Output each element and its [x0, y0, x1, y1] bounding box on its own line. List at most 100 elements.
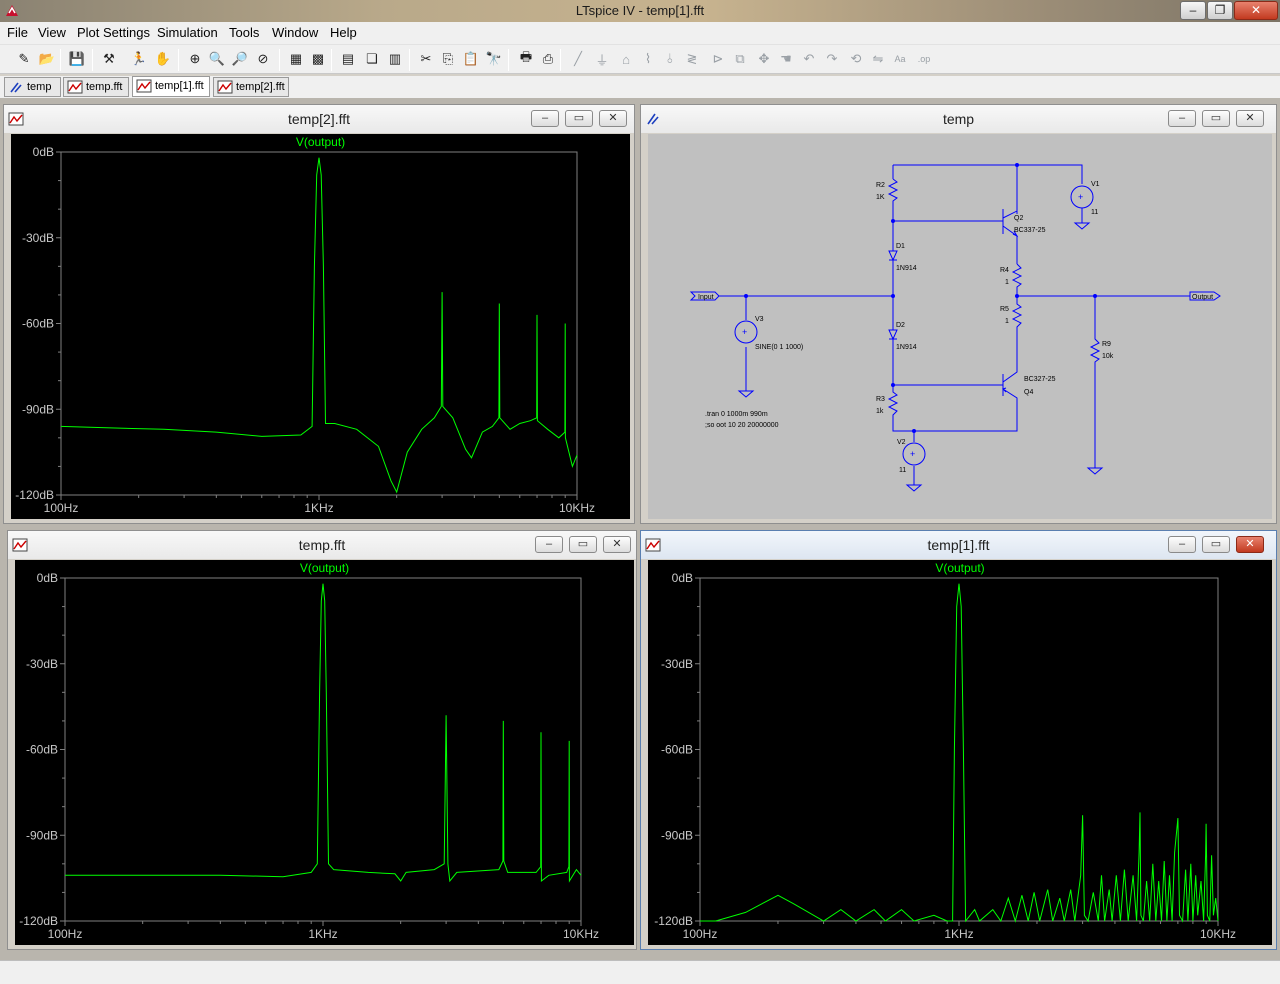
- new-schematic-icon[interactable]: ✎: [18, 51, 30, 66]
- comp-label[interactable]: R2: [876, 182, 885, 189]
- comp-value[interactable]: BC327-25: [1024, 376, 1056, 383]
- resistor-icon[interactable]: ⌇: [644, 51, 652, 66]
- restore-window-button[interactable]: ❐: [1207, 1, 1233, 20]
- menu-file[interactable]: File: [7, 25, 28, 40]
- pane-minimize-button[interactable]: –: [1168, 110, 1196, 127]
- comp-value[interactable]: BC337-25: [1014, 227, 1046, 234]
- net-label-output[interactable]: Output: [1192, 294, 1213, 301]
- run-icon[interactable]: 🏃: [130, 51, 148, 66]
- pane-close-button[interactable]: ✕: [603, 536, 631, 553]
- tab-temp-1-fft[interactable]: temp[1].fft: [132, 76, 210, 97]
- halt-icon[interactable]: ✋: [154, 51, 172, 66]
- redo-icon[interactable]: ↷: [826, 51, 838, 66]
- control-panel-icon[interactable]: ⚒: [103, 51, 115, 66]
- pane-close-button[interactable]: ✕: [1236, 110, 1264, 127]
- comp-value[interactable]: 10k: [1102, 353, 1114, 360]
- menu-simulation[interactable]: Simulation: [157, 25, 218, 40]
- pane-close-button[interactable]: ✕: [1236, 536, 1264, 553]
- net-label-input[interactable]: Input: [698, 294, 714, 301]
- comp-label[interactable]: R9: [1102, 341, 1111, 348]
- pane-minimize-button[interactable]: –: [531, 110, 559, 127]
- comp-label[interactable]: Q2: [1014, 215, 1023, 222]
- drag-icon[interactable]: ☚: [780, 51, 792, 66]
- comp-value[interactable]: 11: [899, 467, 906, 474]
- autorange-icon[interactable]: ▦: [289, 51, 303, 66]
- close-window-button[interactable]: ✕: [1234, 1, 1278, 20]
- move-icon[interactable]: ✥: [758, 51, 770, 66]
- cut-icon[interactable]: ✂: [420, 51, 432, 66]
- tab-temp[interactable]: temp: [4, 77, 61, 97]
- rotate-icon[interactable]: ⟲: [850, 51, 862, 66]
- zoom-cancel-icon[interactable]: ⊘: [257, 51, 269, 66]
- save-icon[interactable]: 💾: [68, 51, 86, 66]
- comp-value[interactable]: 1N914: [896, 265, 917, 272]
- print-icon[interactable]: ⎙: [542, 51, 554, 66]
- inductor-icon[interactable]: ≷: [686, 51, 698, 66]
- copy-icon[interactable]: ⎘: [442, 51, 454, 66]
- pane-title-bar[interactable]: temp[2].fft – ▭ ✕: [4, 105, 634, 133]
- comp-value[interactable]: 1k: [876, 408, 884, 415]
- schematic-canvas[interactable]: Input Output R2 1K R3 1k R4 1 R5 1 R9 10…: [648, 134, 1272, 519]
- pane-title-bar[interactable]: temp – ▭ ✕: [641, 105, 1276, 133]
- comp-label[interactable]: R5: [1000, 306, 1009, 313]
- comp-label[interactable]: V2: [897, 439, 906, 446]
- component-icon[interactable]: ⧉: [735, 51, 745, 66]
- zoom-out-icon[interactable]: 🔎: [231, 51, 249, 66]
- comp-value[interactable]: 11: [1091, 209, 1098, 216]
- wire-icon[interactable]: ╱: [574, 51, 582, 66]
- comp-label[interactable]: R4: [1000, 267, 1009, 274]
- undo-icon[interactable]: ↶: [803, 51, 815, 66]
- pane-minimize-button[interactable]: –: [1168, 536, 1196, 553]
- comp-label[interactable]: D2: [896, 322, 905, 329]
- text-icon[interactable]: Aa: [894, 54, 906, 64]
- comp-value[interactable]: 1N914: [896, 344, 917, 351]
- comp-value[interactable]: 1: [1005, 279, 1009, 286]
- pane-title-bar[interactable]: temp.fft – ▭ ✕: [8, 531, 636, 559]
- comp-label[interactable]: R3: [876, 396, 885, 403]
- ground-icon[interactable]: ⏚: [595, 52, 609, 68]
- pane-maximize-button[interactable]: ▭: [565, 110, 593, 127]
- tile-vertical-icon[interactable]: ▥: [388, 51, 402, 66]
- mirror-icon[interactable]: ⇋: [872, 51, 884, 66]
- pane-maximize-button[interactable]: ▭: [1202, 536, 1230, 553]
- diode-icon[interactable]: ⊳: [712, 51, 724, 66]
- tile-horizontal-icon[interactable]: ▤: [341, 51, 355, 66]
- print-preview-icon[interactable]: 🖶: [519, 49, 533, 64]
- zoom-in-icon[interactable]: 🔍: [208, 51, 226, 66]
- spice-comment[interactable]: ;so oot 10 20 20000000: [705, 422, 779, 429]
- pane-maximize-button[interactable]: ▭: [569, 536, 597, 553]
- capacitor-icon[interactable]: ⫰: [667, 51, 673, 66]
- spice-directive-icon[interactable]: .op: [917, 54, 931, 64]
- comp-value[interactable]: 1K: [876, 194, 885, 201]
- paste-icon[interactable]: 📋: [462, 51, 480, 66]
- tab-temp-2-fft[interactable]: temp[2].fft: [213, 77, 289, 97]
- comp-label[interactable]: D1: [896, 243, 905, 250]
- minimize-window-button[interactable]: –: [1180, 1, 1206, 20]
- comp-value[interactable]: SINE(0 1 1000): [755, 344, 803, 351]
- plot-settings-icon[interactable]: ▩: [311, 51, 325, 66]
- pane-title-bar[interactable]: temp[1].fft – ▭ ✕: [641, 531, 1276, 559]
- open-icon[interactable]: 📂: [38, 51, 56, 66]
- zoom-area-icon[interactable]: ⊕: [189, 51, 201, 66]
- find-icon[interactable]: 🔭: [485, 51, 503, 66]
- comp-label[interactable]: Q4: [1024, 389, 1033, 396]
- comp-label[interactable]: V3: [755, 316, 764, 323]
- pane-maximize-button[interactable]: ▭: [1202, 110, 1230, 127]
- menu-tools[interactable]: Tools: [229, 25, 260, 40]
- comp-label[interactable]: V1: [1091, 181, 1100, 188]
- cascade-icon[interactable]: ❏: [366, 51, 378, 66]
- label-net-icon[interactable]: ⌂: [622, 51, 630, 67]
- trace-label[interactable]: V(output): [935, 561, 985, 575]
- comp-value[interactable]: 1: [1005, 318, 1009, 325]
- menu-view[interactable]: View: [38, 25, 66, 40]
- trace-label[interactable]: V(output): [295, 135, 346, 149]
- menu-help[interactable]: Help: [330, 25, 357, 40]
- menu-plot-settings[interactable]: Plot Settings: [77, 25, 150, 40]
- trace-label[interactable]: V(output): [299, 561, 350, 575]
- spice-directive[interactable]: .tran 0 1000m 990m: [705, 411, 768, 418]
- pane-close-button[interactable]: ✕: [599, 110, 627, 127]
- pane-minimize-button[interactable]: –: [535, 536, 563, 553]
